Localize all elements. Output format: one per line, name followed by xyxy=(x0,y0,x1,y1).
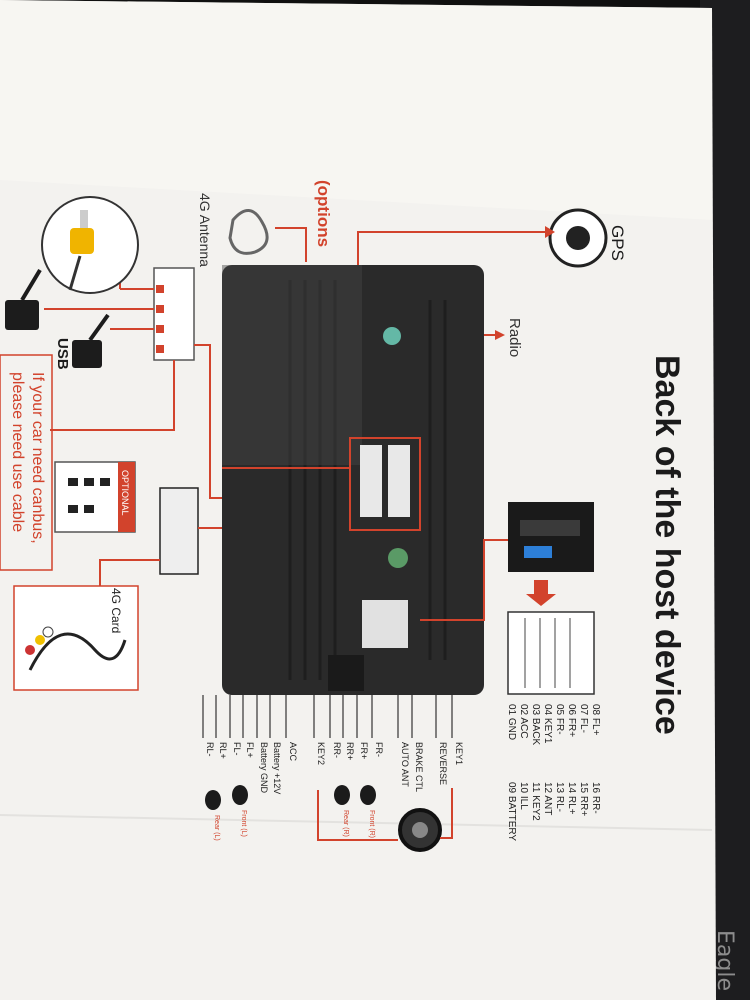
gps-label: GPS xyxy=(608,225,627,261)
pinout-left-list: 08 FL+ 07 FL- 06 FR+ 05 FR- 04 KEY1 03 B… xyxy=(506,704,601,745)
antenna-label: 4G Antenna xyxy=(197,193,213,267)
heat-sink-fins xyxy=(288,280,447,680)
pinout-right-list: 16 RR- 15 RR+ 14 RL+ 13 RL- 12 ANT 11 KE… xyxy=(506,782,601,841)
wire-fl-plus: FL+ xyxy=(245,742,255,758)
speaker-rear-left-icon xyxy=(205,790,221,810)
wire-key2: KEY2 xyxy=(316,742,326,765)
pin-11: 11 KEY2 xyxy=(530,782,541,821)
speaker-rear-right-icon xyxy=(334,785,350,805)
wire-battery-12v: Battery +12V xyxy=(272,742,282,794)
brand-fragment: Eagle xyxy=(712,930,737,991)
pin-01: 01 GND xyxy=(506,704,517,740)
wire-fr-plus: FR+ xyxy=(359,742,369,759)
options-label: (options xyxy=(314,180,333,247)
pin-16: 16 RR- xyxy=(590,782,601,814)
speaker-icons xyxy=(205,785,376,810)
wire-rr-minus: RR- xyxy=(332,742,342,758)
rca-yellow-plug-icon xyxy=(70,228,94,254)
wire-fr-minus: FR- xyxy=(374,742,384,757)
pin-07: 07 FL- xyxy=(578,704,589,733)
paper-fold xyxy=(0,814,713,831)
head-unit xyxy=(222,265,484,695)
wire-rl-minus: RL- xyxy=(205,742,215,757)
speaker-label-rl: Rear (L) xyxy=(213,815,220,841)
main-connector-b xyxy=(388,445,410,517)
canbus-decoder-connector xyxy=(159,487,199,575)
wire-reverse: REVERSE xyxy=(438,742,448,785)
usb-plug-icon-2 xyxy=(72,340,102,368)
pin-02: 02 ACC xyxy=(518,704,529,738)
card-cable-box xyxy=(13,585,139,691)
pinout-diagram xyxy=(507,611,595,695)
pin-03: 03 BACK xyxy=(530,704,541,745)
harness-wire-lines xyxy=(202,695,453,738)
canbus-note-line1: If your car need canbus, xyxy=(29,372,46,544)
pin-13: 13 RL- xyxy=(554,782,565,812)
pin-05: 05 FR- xyxy=(554,704,565,735)
main-connector-a xyxy=(360,445,382,517)
optional-badge: OPTIONAL xyxy=(120,470,130,516)
wire-rr-plus: RR+ xyxy=(345,742,355,760)
speaker-label-fl: Front (L) xyxy=(240,810,247,837)
radio-antenna-port xyxy=(383,327,401,345)
speaker-front-right-icon xyxy=(360,785,376,805)
wire-auto-ant: AUTO ANT xyxy=(400,742,410,787)
optional-kit-cables-icon xyxy=(68,478,110,513)
wire-rl-plus: RL+ xyxy=(218,742,228,759)
antenna-cable-icon xyxy=(228,209,269,255)
down-arrow-icon xyxy=(526,580,556,606)
usb-label: USB xyxy=(54,338,71,370)
speaker-label-rr: Rear (R) xyxy=(342,810,349,837)
pin-15: 15 RR+ xyxy=(578,782,589,816)
gps-port xyxy=(388,548,408,568)
wire-brake-ctl: BRAKE CTL xyxy=(414,742,424,792)
wire-acc: ACC xyxy=(288,742,298,762)
pin-14: 14 RL+ xyxy=(566,782,577,815)
card-cable-icon xyxy=(28,632,127,671)
pin-06: 06 FR+ xyxy=(566,704,577,737)
harness-wire-labels: KEY1 REVERSE BRAKE CTL AUTO ANT FR- FR+ … xyxy=(205,742,464,794)
wire-fl-minus: FL- xyxy=(232,742,242,756)
canbus-note-line2: please need use cable xyxy=(9,372,26,532)
card-label: 4G Card xyxy=(109,588,123,633)
pin-08: 08 FL+ xyxy=(590,704,601,736)
diagram-title: Back of the host device xyxy=(648,355,686,735)
radio-label: Radio xyxy=(506,318,523,357)
harness-plug xyxy=(328,655,364,691)
pin-12: 12 ANT xyxy=(542,782,553,815)
main-connector-highlight xyxy=(349,437,421,531)
pin-10: 10 ILL xyxy=(518,782,529,810)
wire-battery-gnd: Battery GND xyxy=(259,742,269,794)
wire-key1: KEY1 xyxy=(454,742,464,765)
speaker-front-left-icon xyxy=(232,785,248,805)
harness-connector xyxy=(362,600,408,648)
pin-09: 09 BATTERY xyxy=(506,782,517,841)
speaker-label-fr: Front (R) xyxy=(368,810,375,838)
pin-04: 04 KEY1 xyxy=(542,704,553,744)
pinout-connector-photo xyxy=(508,502,594,572)
usb-plug-icon-1 xyxy=(5,300,39,330)
